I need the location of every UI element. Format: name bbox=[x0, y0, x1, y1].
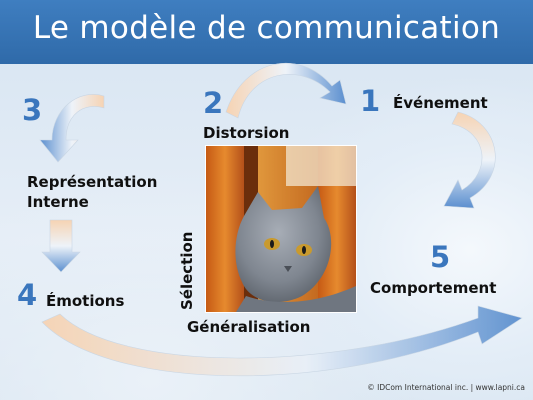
arrow-4-to-5 bbox=[41, 305, 523, 377]
step-3-label-line1: Représentation bbox=[27, 173, 158, 191]
arrow-2-to-1 bbox=[225, 62, 347, 119]
title-bar bbox=[0, 0, 533, 64]
step-1-label: Événement bbox=[393, 94, 488, 112]
arrow-to-3 bbox=[39, 94, 105, 163]
step-3-label-line2: Interne bbox=[27, 193, 89, 211]
step-2-label: Distorsion bbox=[203, 124, 290, 142]
arrow-3-to-4 bbox=[41, 219, 81, 273]
step-4-label: Émotions bbox=[46, 292, 125, 310]
step-1-number: 1 bbox=[360, 84, 381, 118]
selection-label: Sélection bbox=[178, 231, 196, 310]
step-3-number: 3 bbox=[22, 93, 43, 127]
cat-photo bbox=[205, 145, 357, 313]
arrow-1-to-5 bbox=[443, 111, 496, 209]
step-5-label: Comportement bbox=[370, 279, 497, 297]
slide-title: Le modèle de communication bbox=[32, 10, 501, 46]
copyright-footer: © IDCom International inc. | www.lapni.c… bbox=[367, 383, 525, 392]
step-4-number: 4 bbox=[17, 278, 38, 312]
generalisation-label: Généralisation bbox=[187, 318, 311, 336]
step-5-number: 5 bbox=[430, 240, 451, 274]
step-2-number: 2 bbox=[203, 86, 224, 120]
